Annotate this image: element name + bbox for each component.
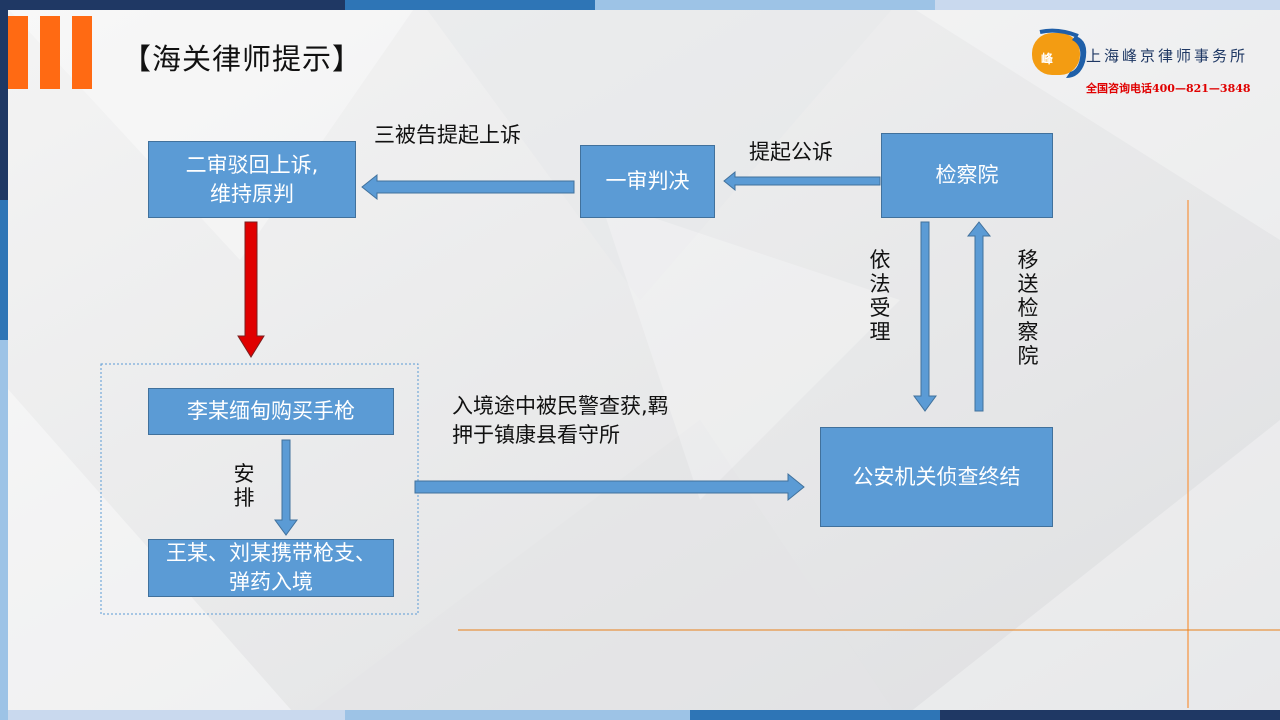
hotline-text: 全国咨询电话400—821—3848	[1086, 82, 1251, 95]
arrow-transfer	[966, 221, 992, 412]
node-purchase: 李某缅甸购买手枪	[148, 388, 394, 435]
label-arrange: 安排	[233, 462, 255, 510]
logo-glyph: 峰	[1041, 52, 1054, 66]
node-carry-line1: 王某、刘某携带枪支、	[166, 541, 376, 565]
arrow-appeal	[361, 173, 575, 201]
arrow-caught	[414, 472, 805, 502]
label-caught-line1: 入境途中被民警查获,羁	[452, 394, 669, 418]
arrow-red-down	[237, 221, 265, 358]
node-second-trial-line2: 维持原判	[210, 181, 294, 206]
label-appeal: 三被告提起上诉	[374, 123, 521, 147]
node-second-trial-line1: 二审驳回上诉,	[185, 152, 319, 177]
node-second-trial: 二审驳回上诉, 维持原判	[148, 141, 356, 218]
label-transfer: 移送检察院	[1017, 248, 1039, 368]
arrow-accept	[913, 221, 937, 412]
node-procuratorate: 检察院	[881, 133, 1053, 218]
arrow-arrange	[274, 439, 298, 536]
label-prosecute: 提起公诉	[749, 140, 833, 164]
node-police: 公安机关侦查终结	[820, 427, 1053, 527]
node-first-trial: 一审判决	[580, 145, 715, 218]
arrow-prosecute	[723, 170, 881, 192]
node-carry-line2: 弹药入境	[229, 570, 313, 594]
label-caught-line2: 押于镇康县看守所	[452, 423, 620, 447]
node-carry: 王某、刘某携带枪支、 弹药入境	[148, 539, 394, 597]
firm-name: 上海峰京律师事务所	[1086, 47, 1249, 65]
page-title: 【海关律师提示】	[122, 42, 363, 76]
label-accept: 依法受理	[869, 248, 891, 344]
firm-logo	[1032, 28, 1087, 78]
